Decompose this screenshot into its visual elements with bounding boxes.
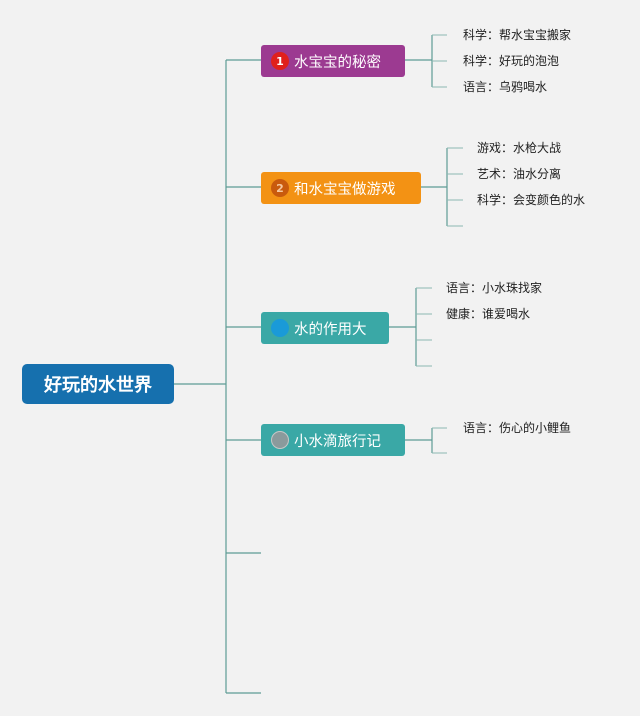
priority-1-icon: 1 [271,52,289,70]
blue-dot-icon [271,319,289,337]
gear-icon [271,431,289,449]
leaf-topic[interactable]: 科学：好玩的泡泡 [463,54,560,68]
leaf-topic[interactable]: 艺术：油水分离 [477,167,562,181]
priority-2-icon: 2 [271,179,289,197]
branch-topic-label: 和水宝宝做游戏 [294,181,396,198]
root-topic-label: 好玩的水世界 [44,375,152,396]
branch-topic-2[interactable]: 2 和水宝宝做游戏 [261,172,421,204]
branch-topic-label: 水的作用大 [294,321,367,338]
root-topic[interactable]: 好玩的水世界 [22,364,174,404]
branch-topic-3[interactable]: 水的作用大 [261,312,389,344]
leaf-topic[interactable]: 游戏：水枪大战 [477,141,562,155]
branch-topic-label: 小水滴旅行记 [294,433,381,450]
leaf-topic[interactable]: 语言：小水珠找家 [446,281,543,295]
branch-topic-label: 水宝宝的秘密 [294,54,381,71]
leaf-topic[interactable]: 科学：会变颜色的水 [477,193,586,207]
leaf-topic[interactable]: 语言：伤心的小鲤鱼 [463,421,572,435]
branch-topic-1[interactable]: 1 水宝宝的秘密 [261,45,405,77]
leaf-topic[interactable]: 科学：帮水宝宝搬家 [463,28,572,42]
leaf-topic[interactable]: 健康：谁爱喝水 [446,307,531,321]
leaf-topic[interactable]: 语言：乌鸦喝水 [463,80,548,94]
branch-topic-4[interactable]: 小水滴旅行记 [261,424,405,456]
